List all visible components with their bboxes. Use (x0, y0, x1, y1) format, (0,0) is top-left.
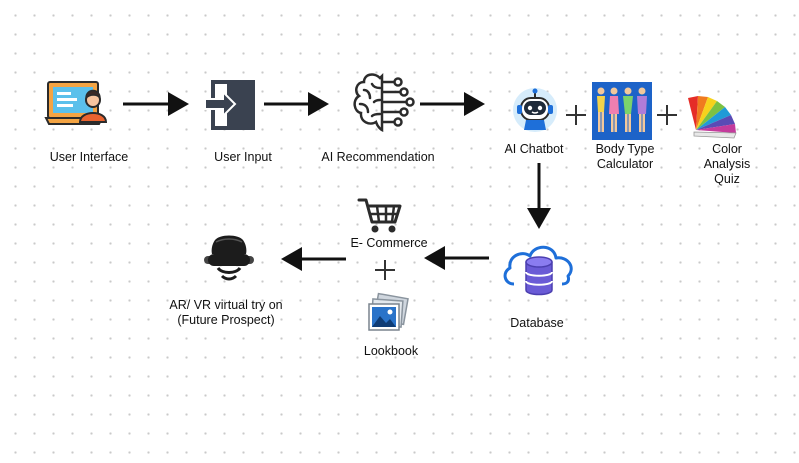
plus-icon (375, 260, 395, 280)
figure-purple (637, 87, 647, 132)
chatbot-icon (513, 88, 557, 132)
figure-green (623, 87, 633, 132)
user-input-label: User Input (214, 150, 272, 164)
ar-vr-label: AR/ VR virtual try on (Future Prospect) (169, 298, 283, 327)
body-type-icon (592, 82, 652, 140)
plus-icon (566, 105, 586, 125)
user-interface-label: User Interface (49, 150, 129, 164)
figure-yellow (597, 87, 605, 132)
color-analysis-label: Color Analysis Quiz (703, 142, 751, 186)
login-icon (204, 80, 255, 130)
database-cylinder (525, 256, 553, 296)
vr-headset-icon (204, 235, 254, 281)
cloud-database-icon (503, 245, 573, 296)
ai-chatbot-label: AI Chatbot (504, 142, 564, 156)
plus-icon (657, 105, 677, 125)
shopping-cart-icon (357, 198, 402, 233)
ai-brain-icon (353, 72, 415, 133)
database-label: Database (510, 316, 564, 330)
body-type-label: Body Type Calculator (595, 142, 655, 171)
lookbook-label: Lookbook (363, 344, 419, 358)
ecommerce-label: E- Commerce (350, 236, 428, 250)
color-fan-icon (688, 96, 737, 139)
lookbook-icon (368, 292, 409, 331)
figure-pink (609, 87, 619, 132)
ai-recommendation-label: AI Recommendation (321, 150, 435, 164)
user-interface-icon (44, 81, 108, 125)
